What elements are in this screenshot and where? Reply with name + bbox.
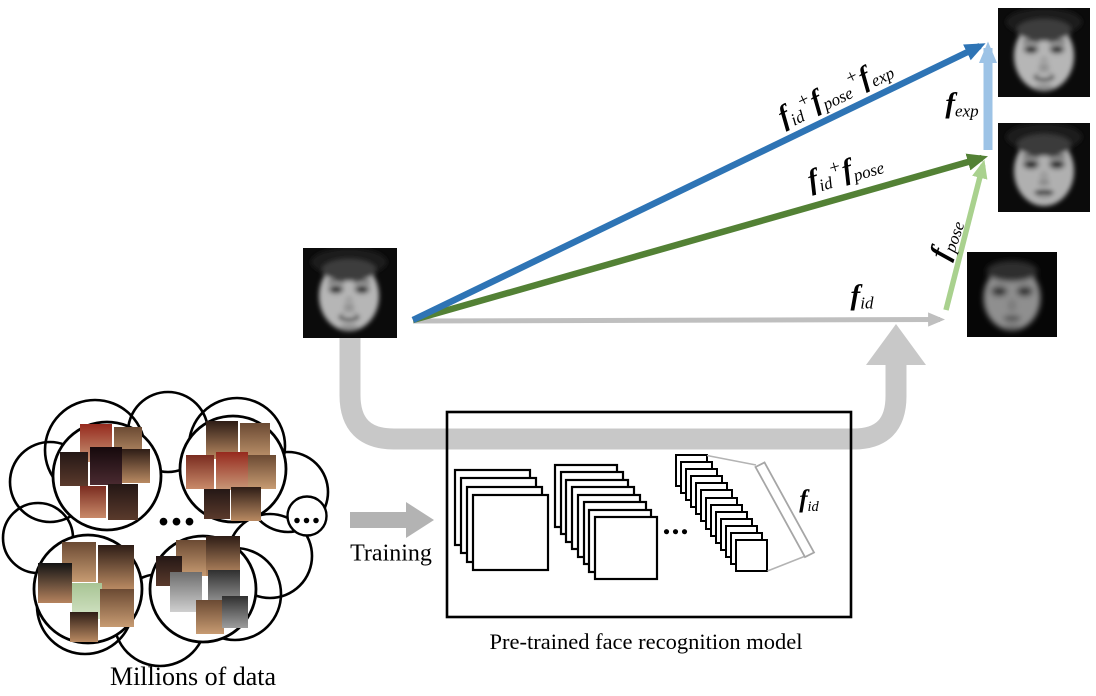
ellipsis-model: ... <box>663 505 690 541</box>
face-thumbnail <box>186 455 214 489</box>
model-box <box>445 410 853 619</box>
feature-map <box>471 493 550 572</box>
projection-line <box>706 454 757 466</box>
label-f-id-model: fid <box>799 486 819 516</box>
face-thumbnail <box>100 589 134 627</box>
face-thumbnail <box>204 489 230 519</box>
face-thumbnail <box>248 455 276 489</box>
face-thumbnail <box>216 452 248 490</box>
flow-band-arrow <box>339 324 926 450</box>
projection-line <box>767 555 806 572</box>
input-face-image <box>303 248 397 338</box>
face-thumbnail <box>206 536 240 576</box>
face-thumbnail <box>38 563 72 603</box>
conv-feature-stack-2 <box>553 463 659 581</box>
face-id-pose-image <box>998 123 1090 212</box>
conv-feature-stack-3 <box>675 454 768 572</box>
label-f-exp: fexp <box>945 87 979 121</box>
feature-vector-bar <box>754 461 816 559</box>
label-f-id: fid <box>850 279 874 313</box>
face-thumbnail <box>196 600 224 634</box>
face-thumbnail <box>90 447 122 485</box>
flow-band-path <box>339 333 907 450</box>
training-arrow <box>350 502 434 538</box>
feature-vector <box>706 454 816 572</box>
vector-arrow-pose <box>943 159 988 311</box>
vector-arrow-id-pose <box>412 153 989 324</box>
face-thumbnail <box>98 545 134 589</box>
face-thumbnail <box>108 484 138 520</box>
ellipsis-cloud: ... <box>158 483 197 536</box>
face-id-image <box>967 252 1057 337</box>
face-thumbnails-women-2 <box>186 421 276 521</box>
face-thumbnails-men-2 <box>156 536 248 634</box>
vector-arrow-id <box>412 312 946 327</box>
face-thumbnail <box>70 612 98 642</box>
model-caption: Pre-trained face recognition model <box>489 629 803 654</box>
face-thumbnail <box>80 486 106 518</box>
face-thumbnail <box>231 487 261 521</box>
face-thumbnail <box>222 596 248 628</box>
feature-map <box>735 539 768 572</box>
vector-arrow-id-pose-exp <box>411 43 986 323</box>
face-thumbnails-women-1 <box>60 424 150 520</box>
conv-feature-stack-1 <box>453 468 550 572</box>
ellipsis-bubble: ... <box>293 494 322 531</box>
flow-band-arrowhead <box>866 324 926 365</box>
face-thumbnail <box>122 449 150 483</box>
face-thumbnails-men-1 <box>38 542 134 642</box>
training-caption: Training <box>350 540 432 567</box>
cloud-caption: Millions of data <box>109 662 277 691</box>
face-thumbnail <box>60 452 88 486</box>
cloud-more-circle <box>286 495 328 537</box>
face-id-pose-exp-image <box>998 8 1090 97</box>
feature-map <box>593 515 659 581</box>
